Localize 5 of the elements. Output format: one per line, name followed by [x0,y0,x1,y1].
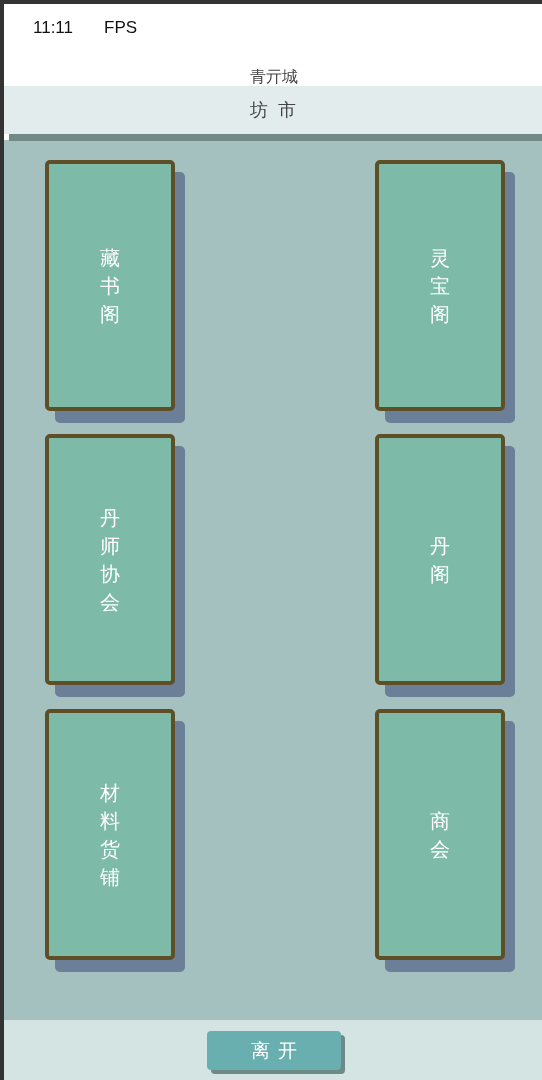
fps-label: FPS [104,18,138,38]
header-title: 坊市 [249,98,306,122]
clock-time: 11:11 [33,18,74,38]
page-title: 青亓城 [249,67,299,88]
header-band [4,86,542,134]
